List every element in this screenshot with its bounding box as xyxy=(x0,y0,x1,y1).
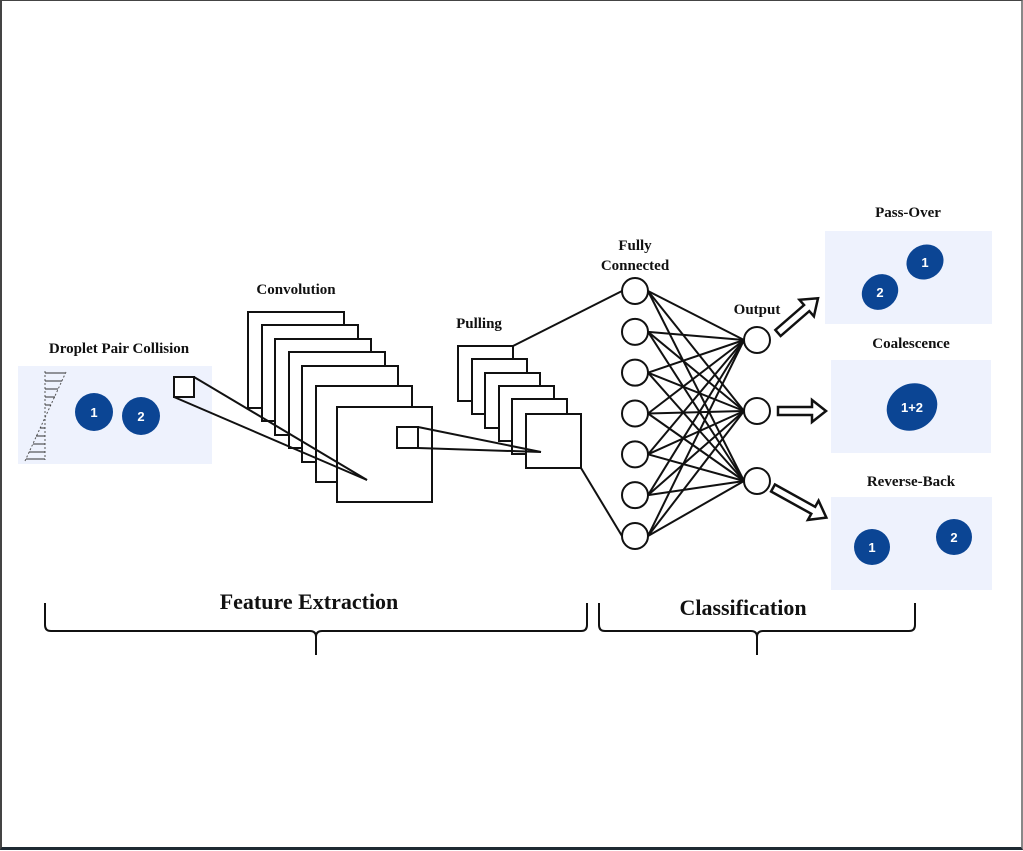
droplet-2: 2 xyxy=(936,519,972,555)
fc-node xyxy=(621,440,649,469)
fc-label-line1: Fully xyxy=(618,238,652,254)
output-node xyxy=(743,326,771,354)
fc-edge xyxy=(647,339,745,455)
fc-edge xyxy=(647,371,745,412)
fc-edge xyxy=(647,410,745,496)
pool-to-fc-line xyxy=(512,290,623,347)
fc-node xyxy=(621,481,649,510)
fc-node xyxy=(621,399,649,428)
fc-edge xyxy=(647,410,745,537)
fc-layer xyxy=(621,277,649,550)
fc-edge xyxy=(647,290,745,341)
outcome-panel-bg xyxy=(825,231,992,324)
svg-text:1: 1 xyxy=(868,540,875,555)
output-layer xyxy=(743,326,771,495)
arrow-to-coalescence xyxy=(776,397,829,425)
output-node xyxy=(743,397,771,425)
droplet-1: 1 xyxy=(906,244,944,280)
fc-edge xyxy=(647,331,745,482)
svg-text:1: 1 xyxy=(921,255,928,270)
arrow-to-reverse-back xyxy=(769,482,829,522)
svg-text:2: 2 xyxy=(876,285,883,300)
svg-text:1+2: 1+2 xyxy=(901,400,923,415)
fc-edge xyxy=(647,480,745,497)
pool-layer xyxy=(525,413,582,469)
shear-flow-icon xyxy=(24,371,67,462)
fc-node xyxy=(621,358,649,387)
outcome-reverse-back: Reverse-Back 1 2 xyxy=(831,474,992,590)
outcome-label: Reverse-Back xyxy=(867,474,956,490)
fc-node xyxy=(621,522,649,550)
fc-edge xyxy=(647,372,745,482)
fc-label-line2: Connected xyxy=(601,258,670,274)
svg-text:2: 2 xyxy=(950,530,957,545)
pooling-label: Pulling xyxy=(456,316,502,332)
droplet-2: 2 xyxy=(861,274,899,310)
fc-edge xyxy=(647,339,745,496)
droplet-merged: 1+2 xyxy=(886,383,938,431)
conv-layer xyxy=(336,406,433,503)
svg-text:1: 1 xyxy=(90,405,97,420)
pooling-stack xyxy=(457,345,582,469)
convolution-stack xyxy=(247,311,433,503)
fc-edge xyxy=(647,339,745,537)
feature-extraction-brace: Feature Extraction xyxy=(44,589,588,655)
outcome-label: Coalescence xyxy=(872,336,950,352)
fc-edge xyxy=(647,410,745,415)
pool-to-fc-line xyxy=(580,467,623,537)
fc-edge xyxy=(647,330,745,341)
output-label: Output xyxy=(734,302,781,318)
svg-text:2: 2 xyxy=(137,409,144,424)
input-droplet-2: 2 xyxy=(122,397,160,435)
fc-node xyxy=(621,317,649,346)
fc-edge xyxy=(647,453,745,482)
arrow-to-pass-over xyxy=(773,296,820,338)
fc-edge xyxy=(647,480,745,537)
input-kernel xyxy=(173,376,368,481)
fc-edge xyxy=(647,412,745,482)
outcome-pass-over: Pass-Over 1 2 xyxy=(825,205,992,324)
outcome-coalescence: Coalescence 1+2 xyxy=(831,336,991,453)
fc-edge xyxy=(647,410,745,456)
input-label: Droplet Pair Collision xyxy=(49,341,190,357)
kernel-window xyxy=(173,376,195,398)
fc-edge xyxy=(647,339,745,374)
output-node xyxy=(743,467,771,495)
feature-extraction-label: Feature Extraction xyxy=(220,589,399,614)
conv-kernel xyxy=(396,426,542,453)
droplet-1: 1 xyxy=(854,529,890,565)
outcome-label: Pass-Over xyxy=(875,205,941,221)
classification-label: Classification xyxy=(679,595,806,620)
convolution-label: Convolution xyxy=(256,282,336,298)
fc-node xyxy=(621,277,649,305)
fc-edge xyxy=(647,339,745,415)
input-droplet-1: 1 xyxy=(75,393,113,431)
fc-edges xyxy=(647,290,745,537)
input-panel: Droplet Pair Collision 1 2 xyxy=(18,341,212,464)
kernel-window xyxy=(396,426,419,449)
fc-edge xyxy=(647,290,745,412)
fc-edge xyxy=(647,331,745,412)
fc-edge xyxy=(647,290,745,482)
classification-brace: Classification xyxy=(598,595,916,655)
